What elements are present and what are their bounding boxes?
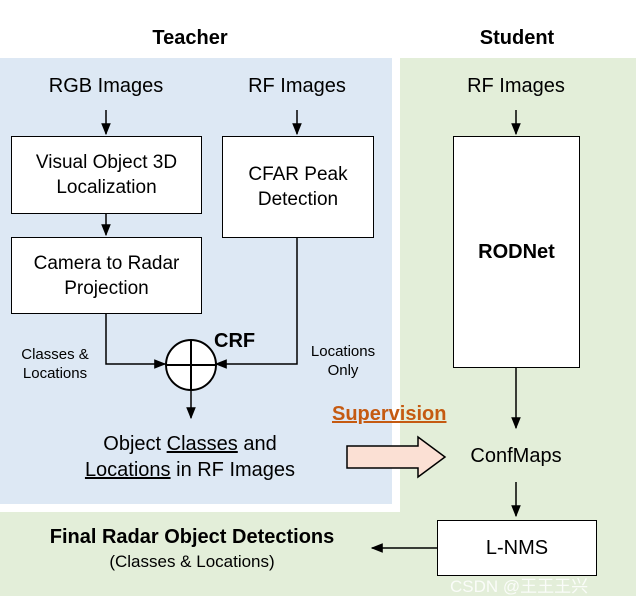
rodnet-box: RODNet <box>453 136 580 368</box>
output-text-part2: and <box>237 433 277 455</box>
arrow-camera-to-crf <box>105 314 167 369</box>
crf-combiner-icon <box>165 339 217 391</box>
output-text-part3: in RF Images <box>170 459 296 481</box>
output-locations: Locations <box>84 459 171 481</box>
csdn-watermark: CSDN @王王王兴 <box>450 577 589 596</box>
cfar-peak-detection-label: CFAR Peak Detection <box>248 164 348 210</box>
cfar-peak-detection-box: CFAR Peak Detection <box>222 136 374 238</box>
locations-only-label: Locations Only <box>310 343 376 379</box>
final-detections-title: Final Radar Object Detections <box>49 526 335 548</box>
crf-label: CRF <box>214 330 256 352</box>
supervision-arrow <box>346 435 447 479</box>
rodnet-label: RODNet <box>478 240 555 263</box>
output-classes: Classes <box>166 433 238 455</box>
output-text-part1: Object <box>103 433 167 455</box>
visual-object-3d-localization-box: Visual Object 3D Localization <box>11 136 202 214</box>
camera-to-radar-projection-box: Camera to Radar Projection <box>11 237 202 314</box>
student-header: Student <box>479 27 555 49</box>
confmaps-label: ConfMaps <box>470 445 562 467</box>
teacher-header: Teacher <box>152 27 228 49</box>
l-nms-box: L-NMS <box>437 520 597 576</box>
final-detections-subtitle: (Classes & Locations) <box>109 552 275 571</box>
student-rf-images-label: RF Images <box>467 75 565 97</box>
camera-to-radar-projection-label: Camera to Radar Projection <box>33 252 180 299</box>
classes-locations-label: Classes & Locations <box>21 346 89 382</box>
supervision-label: Supervision <box>332 403 447 425</box>
teacher-rf-images-label: RF Images <box>248 75 346 97</box>
arrow-cfar-to-crf <box>214 238 298 369</box>
l-nms-label: L-NMS <box>485 536 549 559</box>
teacher-rgb-images-label: RGB Images <box>48 75 164 97</box>
visual-object-3d-localization-label: Visual Object 3D Localization <box>35 152 178 198</box>
teacher-output-text: Object Classes and Locations in RF Image… <box>40 431 340 483</box>
